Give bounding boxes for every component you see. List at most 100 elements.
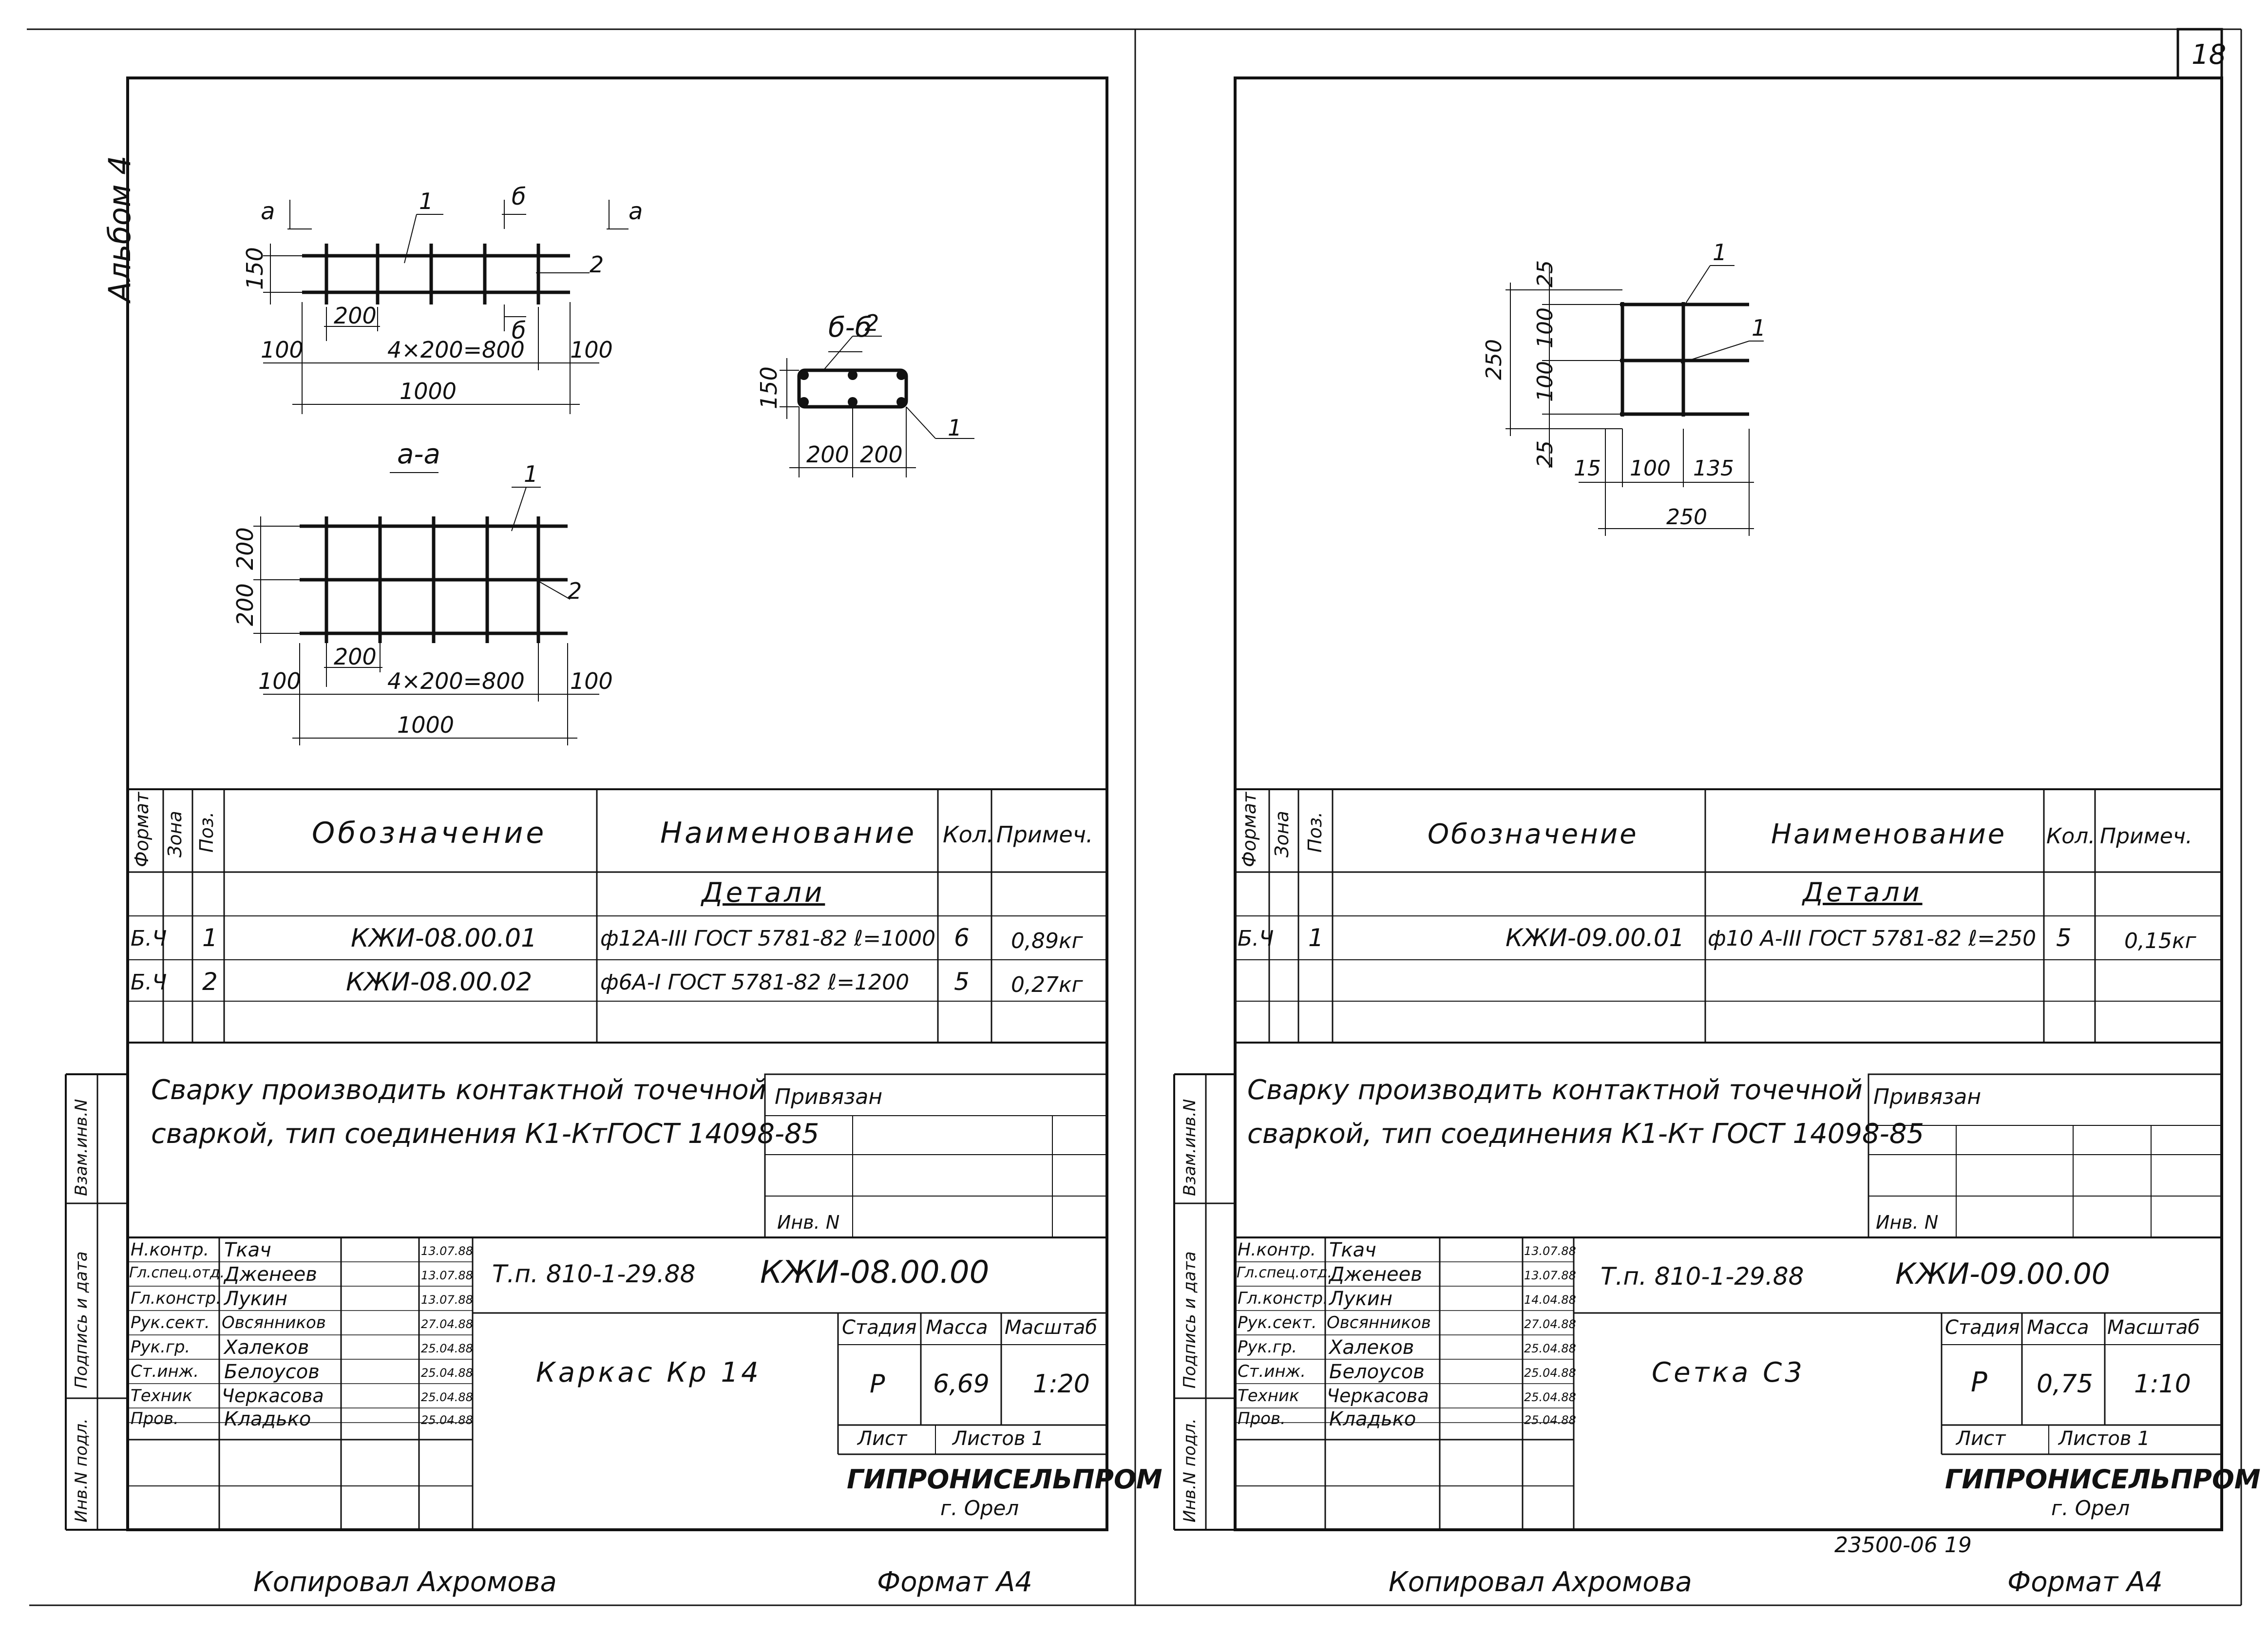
welding-note: сваркой, тип соединения К1-Кт ГОСТ 14098… (1247, 1118, 1925, 1150)
inv-label: Инв. N (1876, 1212, 1939, 1233)
dimension-label: 150 (242, 247, 268, 290)
sheets-label: Листов 1 (2058, 1427, 2150, 1450)
stamp-name: Белоусов (224, 1361, 320, 1383)
side-label-podp: Подпись и дата (1180, 1251, 1200, 1388)
side-label-inv: Инв.N подл. (72, 1418, 91, 1522)
stamp-name: Черкасова (222, 1385, 324, 1407)
position-label: 2 (865, 310, 879, 336)
dimension-label: 4×200=800 (387, 668, 525, 694)
section-title: Детали (702, 877, 825, 909)
stamp-name: Халеков (224, 1336, 309, 1359)
organization-name: ГИПРОНИСЕЛЬПРОМ (847, 1464, 1163, 1495)
stamp-date: 25.04.88 (421, 1342, 473, 1355)
stamp-date: 25.04.88 (1524, 1342, 1576, 1355)
stamp-role: Ст.инж. (131, 1362, 199, 1381)
position-label: 2 (568, 578, 582, 604)
welding-note: Сварку производить контактной точечной (1247, 1074, 1863, 1106)
dimension-label: 100 (570, 668, 613, 694)
row-name: ф6А-I ГОСТ 5781-82 ℓ=1200 (600, 970, 910, 995)
stamp-date: 25.04.88 (421, 1390, 473, 1404)
dimension-label: 200 (232, 527, 258, 570)
section-mark: а (629, 198, 643, 225)
organization-name: ГИПРОНИСЕЛЬПРОМ (1945, 1464, 2261, 1495)
dimension-label: 250 (1666, 505, 1707, 530)
row-qty: 5 (2056, 924, 2072, 952)
stamp-date: 13.07.88 (1524, 1269, 1576, 1282)
stamp-role: Н.контр. (1238, 1240, 1316, 1260)
stamp-name: Ткач (1329, 1239, 1376, 1261)
stamp-date: 14.04.88 (1524, 1293, 1576, 1307)
position-label: 1 (524, 461, 538, 487)
scale-label: Масштаб (1005, 1316, 1098, 1339)
copied-by: Копировал Ахромова (253, 1566, 557, 1598)
stamp-date: 13.07.88 (421, 1293, 473, 1307)
scale-value: 1:20 (1033, 1369, 1090, 1399)
dimension-label: 100 (1533, 307, 1558, 348)
header-format: Формат (131, 792, 152, 867)
stamp-name: Ткач (224, 1239, 271, 1261)
side-label-vzam: Взам.инв.N (72, 1099, 91, 1196)
stamp-role: Гл.констр. (131, 1289, 221, 1308)
stage-label: Стадия (1945, 1316, 2020, 1339)
organization-city: г. Орел (2051, 1496, 2130, 1520)
section-title: а-а (397, 438, 440, 470)
stamp-role: Гл.констр. (1238, 1289, 1328, 1308)
header-zone: Зона (1271, 811, 1293, 857)
row-qty: 6 (954, 924, 970, 952)
dimension-label: 100 (1630, 456, 1671, 481)
position-label: 1 (419, 188, 434, 214)
dimension-label: 200 (806, 441, 849, 468)
bound-label: Привязан (1873, 1084, 1982, 1109)
album-label: Альбом 4 (102, 155, 137, 302)
document-title: Каркас Кр 14 (536, 1357, 762, 1388)
dimension-label: 1000 (400, 378, 457, 404)
dimension-label: 200 (334, 644, 377, 670)
header-note: Примеч. (2100, 824, 2192, 849)
scale-value: 1:10 (2134, 1369, 2191, 1399)
sheets-label: Листов 1 (953, 1427, 1044, 1450)
copied-by: Копировал Ахромова (1389, 1566, 1692, 1598)
inv-label: Инв. N (777, 1212, 840, 1233)
stamp-role: Ст.инж. (1238, 1362, 1306, 1381)
row-note: 0,27кг (1011, 972, 1083, 997)
stamp-role: Рук.гр. (1238, 1337, 1297, 1357)
row-pos: 2 (202, 968, 218, 996)
stamp-role: Пров. (131, 1409, 179, 1428)
row-qty: 5 (954, 968, 970, 996)
row-note: 0,89кг (1011, 929, 1083, 953)
row-name: ф10 А-III ГОСТ 5781-82 ℓ=250 (1708, 926, 2037, 951)
stamp-name: Дженеев (224, 1263, 317, 1286)
document-code: КЖИ-09.00.00 (1895, 1257, 2110, 1291)
stamp-name: Кладько (224, 1408, 311, 1430)
row-designation: КЖИ-09.00.01 (1506, 924, 1685, 952)
stamp-date: 25.04.88 (421, 1413, 473, 1427)
stamp-name: Лукин (1329, 1288, 1393, 1310)
row-format: Б.Ч (131, 970, 167, 995)
document-title: Сетка С3 (1652, 1357, 1805, 1388)
dimension-label: 100 (1533, 361, 1558, 402)
position-label: 1 (1752, 315, 1766, 341)
header-format: Формат (1239, 792, 1260, 867)
stamp-name: Белоусов (1329, 1361, 1425, 1383)
header-name: Наименование (1771, 818, 2007, 850)
header-note: Примеч. (996, 821, 1093, 848)
section-mark: б (512, 317, 526, 344)
stamp-role: Пров. (1238, 1409, 1286, 1428)
mass-label: Масса (926, 1316, 988, 1339)
side-label-inv: Инв.N подл. (1180, 1418, 1200, 1522)
mass-label: Масса (2027, 1316, 2089, 1339)
header-pos: Поз. (1304, 811, 1326, 853)
welding-note: сваркой, тип соединения К1-КтГОСТ 14098-… (151, 1118, 820, 1150)
row-pos: 1 (202, 924, 218, 952)
sheet-format: Формат А4 (2007, 1566, 2163, 1598)
dimension-label: 100 (261, 337, 304, 363)
stamp-date: 25.04.88 (1524, 1413, 1576, 1427)
stamp-role: Рук.сект. (1238, 1313, 1317, 1332)
stamp-date: 27.04.88 (1524, 1317, 1576, 1331)
dimension-label: 135 (1693, 456, 1734, 481)
header-pos: Поз. (196, 811, 217, 853)
dimension-label: 15 (1574, 456, 1601, 481)
header-qty: Кол. (943, 821, 994, 848)
